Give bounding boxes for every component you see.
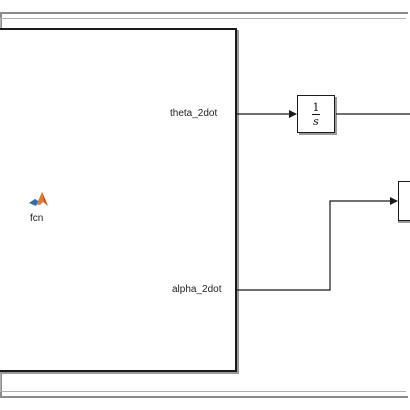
integrator-block[interactable]: 1 s [297, 95, 335, 133]
port-label-alpha-2dot: alpha_2dot [172, 284, 222, 295]
port-label-theta-2dot: theta_2dot [170, 108, 218, 119]
integrator-numerator: 1 [312, 100, 320, 114]
signal-alpha-2dot[interactable] [237, 197, 398, 291]
fcn-block-label: fcn [30, 213, 44, 224]
fraction-bar [312, 113, 320, 115]
partial-block-right[interactable] [398, 181, 410, 221]
integrator-denominator: s [313, 114, 319, 128]
matlab-function-icon [29, 192, 48, 206]
